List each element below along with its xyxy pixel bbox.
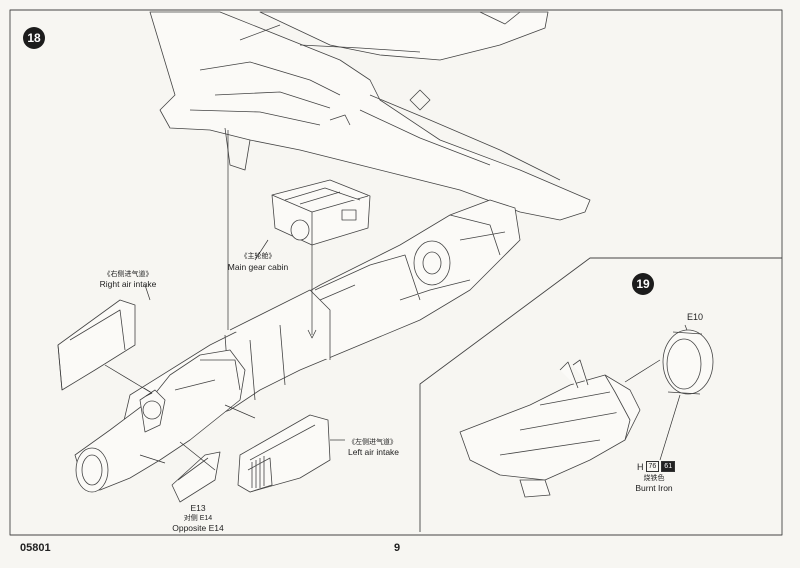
color-code: H 76 61 xyxy=(637,461,676,472)
step19-panel-border xyxy=(419,257,782,532)
color-code-letter: H xyxy=(637,461,644,472)
product-code: 05801 xyxy=(20,542,51,554)
part-e13 xyxy=(171,451,221,503)
left-air-intake xyxy=(237,414,331,493)
right-air-intake-label-cn: 《右侧进气道》 xyxy=(103,271,153,278)
step-19-badge: 19 xyxy=(632,273,654,295)
part-e10-label: E10 xyxy=(687,312,704,322)
upper-wing-assembly xyxy=(149,11,591,221)
color-name-cn: 烧铁色 xyxy=(643,475,665,482)
part-e13-label: E13 xyxy=(190,503,206,513)
main-gear-cabin-label-cn: 《主轮舱》 xyxy=(240,253,276,260)
color-code-box-1: 76 xyxy=(645,461,660,472)
part-e14-label: Opposite E14 xyxy=(172,523,224,533)
left-air-intake-label-cn: 《左侧进气道》 xyxy=(348,439,397,446)
left-air-intake-label: Left air intake xyxy=(348,447,400,457)
right-air-intake-label: Right air intake xyxy=(99,279,157,289)
color-code-box-2: 61 xyxy=(661,461,676,472)
nose-section xyxy=(74,349,246,493)
right-air-intake xyxy=(57,299,136,391)
assembly-arrows xyxy=(104,130,691,471)
page-frame xyxy=(9,9,783,536)
part-e14-label-cn: 对侧 E14 xyxy=(183,515,213,522)
page-number: 9 xyxy=(394,542,401,554)
main-gear-cabin xyxy=(271,179,371,246)
color-name: Burnt Iron xyxy=(635,483,673,493)
engine-nozzle xyxy=(459,359,641,498)
main-gear-cabin-label: Main gear cabin xyxy=(227,262,289,272)
step-18-badge: 18 xyxy=(23,27,45,49)
part-e10-ring xyxy=(662,329,714,395)
